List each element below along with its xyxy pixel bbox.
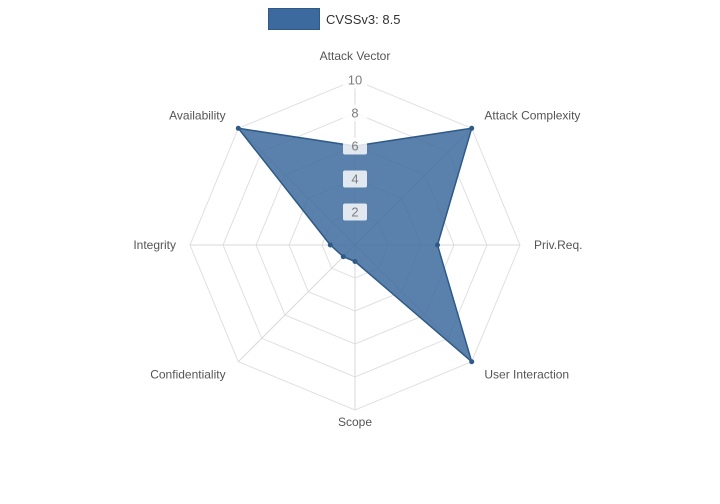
tick-label-box — [343, 203, 367, 221]
tick-label: 6 — [351, 139, 358, 154]
axis-label: Integrity — [133, 238, 176, 252]
tick-label-box — [343, 170, 367, 188]
tick-label: 10 — [348, 73, 362, 88]
legend-swatch — [268, 8, 320, 30]
series-point — [352, 259, 358, 264]
tick-label: 4 — [351, 172, 358, 187]
axis-label: Attack Complexity — [484, 109, 580, 123]
tick-label-box — [343, 104, 367, 122]
tick-label: 2 — [351, 205, 358, 220]
series-point — [340, 254, 346, 260]
series-point — [469, 359, 475, 365]
series-point — [469, 125, 475, 131]
axis-label: Scope — [338, 415, 372, 429]
axis-label: Attack Vector — [320, 49, 391, 63]
tick-label: 8 — [351, 106, 358, 121]
series-point — [235, 125, 241, 131]
legend-item[interactable]: CVSSv3: 8.5 — [268, 8, 400, 30]
axis-label: Confidentiality — [150, 367, 225, 381]
axis-label: User Interaction — [484, 367, 569, 381]
legend-label: CVSSv3: 8.5 — [326, 11, 401, 27]
grid-spoke — [237, 244, 356, 363]
tick-label-box — [343, 137, 367, 155]
tick-label-box — [343, 71, 367, 89]
axis-label: Priv.Req. — [534, 238, 582, 252]
series-point — [435, 242, 440, 248]
axis-label: Availability — [169, 109, 225, 123]
series-point — [327, 242, 333, 248]
